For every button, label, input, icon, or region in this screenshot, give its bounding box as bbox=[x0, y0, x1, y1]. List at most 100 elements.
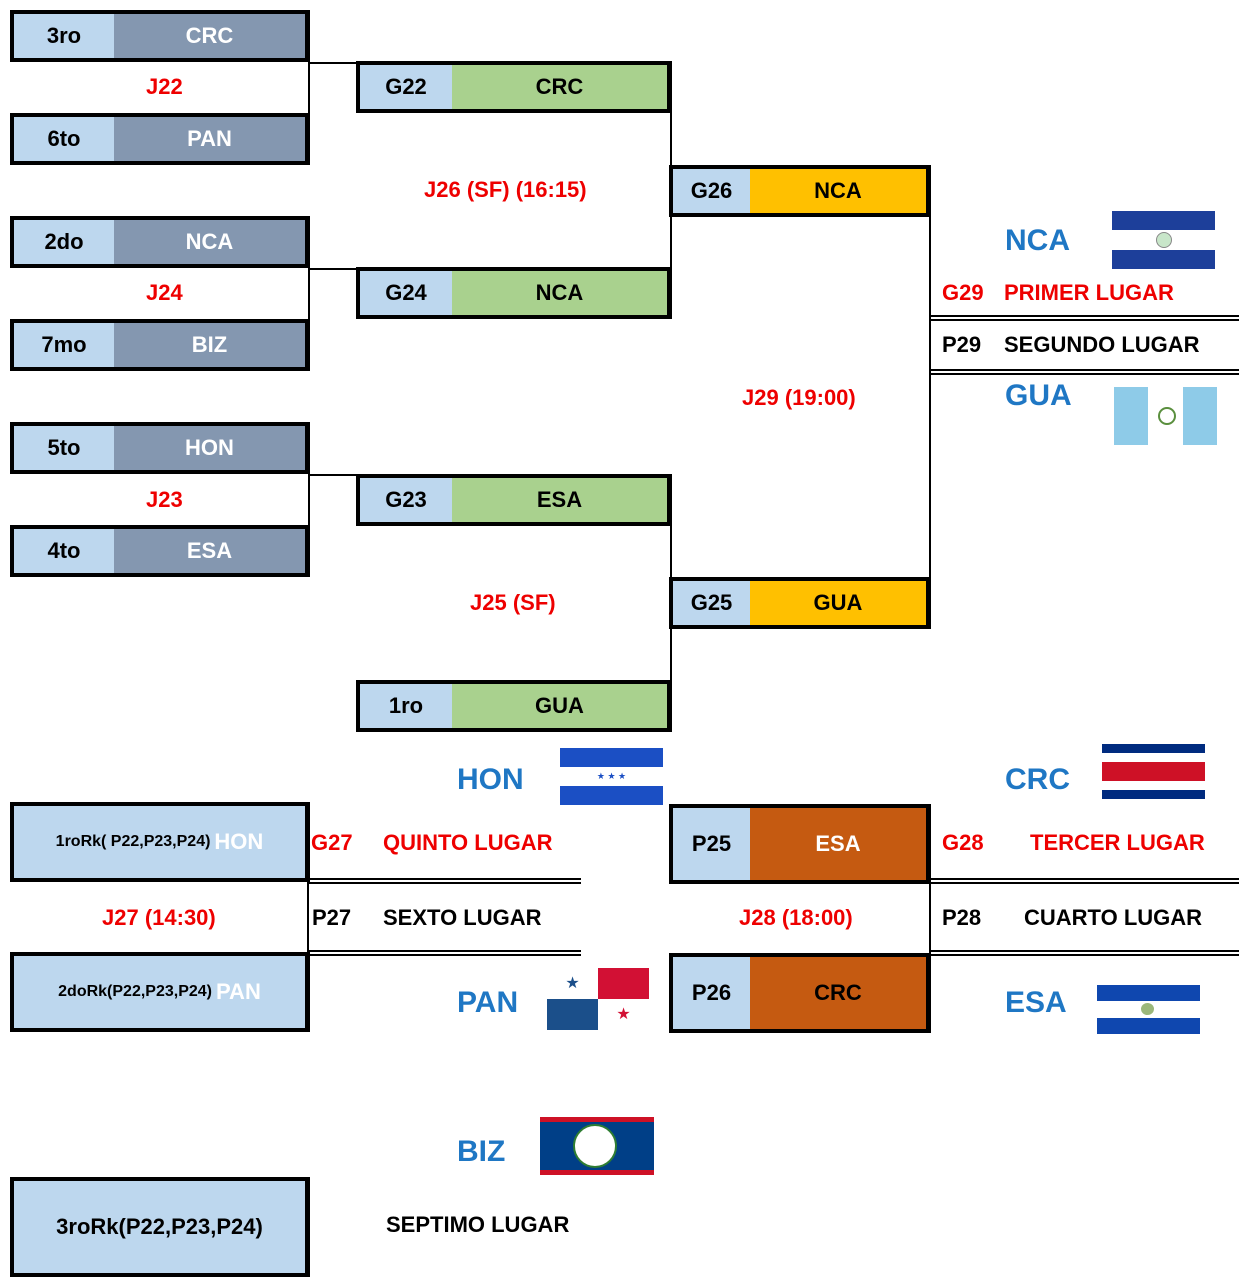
belize-flag bbox=[540, 1117, 654, 1175]
seed-box-nca: 2do NCA bbox=[10, 216, 310, 268]
seventh-team: BIZ bbox=[457, 1135, 506, 1168]
nicaragua-flag bbox=[1112, 211, 1215, 269]
seed-team: BIZ bbox=[114, 323, 305, 367]
seed-team: PAN bbox=[114, 117, 305, 161]
rank2-team: PAN bbox=[216, 979, 261, 1004]
divider bbox=[931, 950, 1239, 956]
guatemala-flag bbox=[1114, 387, 1217, 445]
seed-box-biz: 7mo BIZ bbox=[10, 319, 310, 371]
semi-code: G25 bbox=[673, 581, 750, 625]
semi-team: GUA bbox=[750, 581, 926, 625]
el-salvador-flag bbox=[1097, 985, 1200, 1034]
connector bbox=[308, 448, 310, 528]
fifth-rank1-box: 1roRk( P22,P23,P24) HON bbox=[10, 802, 310, 882]
connector bbox=[929, 215, 931, 580]
rank3-label: 3roRk(P22,P23,P24) bbox=[56, 1214, 263, 1239]
seed-team: ESA bbox=[114, 529, 305, 573]
champion-team: NCA bbox=[1005, 224, 1070, 257]
seed-rank: 5to bbox=[14, 426, 114, 470]
rank1-team: HON bbox=[214, 829, 264, 854]
fourth-place-label: CUARTO LUGAR bbox=[1024, 905, 1203, 930]
seed-rank: 3ro bbox=[14, 14, 114, 58]
divider bbox=[930, 369, 1239, 375]
seed-box-crc: 3ro CRC bbox=[10, 10, 310, 62]
runner-up-team: GUA bbox=[1005, 379, 1072, 412]
game-label-j26: J26 (SF) (16:15) bbox=[424, 177, 587, 202]
seed-team: HON bbox=[114, 426, 305, 470]
winner-team: CRC bbox=[452, 65, 667, 109]
semi-team: NCA bbox=[750, 169, 926, 213]
fifth-rank2-box: 2doRk(P22,P23,P24) PAN bbox=[10, 952, 310, 1032]
connector bbox=[308, 36, 310, 116]
semi-box-g26: G26 NCA bbox=[669, 165, 931, 217]
p27-code: P27 bbox=[312, 905, 352, 930]
third-box-p25: P25 ESA bbox=[669, 804, 931, 884]
honduras-flag: ★ ★ ★ bbox=[560, 748, 663, 805]
seed-box-hon: 5to HON bbox=[10, 422, 310, 474]
first-place-label: PRIMER LUGAR bbox=[1004, 280, 1174, 305]
winner-code: G22 bbox=[360, 65, 452, 109]
seed-rank: 6to bbox=[14, 117, 114, 161]
divider bbox=[309, 950, 581, 956]
winner-team: GUA bbox=[452, 684, 667, 728]
winner-box-g22: G22 CRC bbox=[356, 61, 672, 113]
third-box-p26: P26 CRC bbox=[669, 953, 931, 1033]
rank2-prefix: 2doRk(P22,P23,P24) bbox=[58, 983, 213, 1000]
seed-rank: 4to bbox=[14, 529, 114, 573]
game-label-j28: J28 (18:00) bbox=[739, 905, 853, 930]
seventh-rank3-box: 3roRk(P22,P23,P24) bbox=[10, 1177, 310, 1277]
loser-code: P26 bbox=[673, 957, 750, 1029]
divider bbox=[931, 878, 1239, 884]
third-team-bottom: ESA bbox=[1005, 986, 1067, 1019]
g29-code: G29 bbox=[942, 280, 984, 305]
divider bbox=[930, 315, 1239, 321]
costa-rica-flag bbox=[1102, 744, 1205, 799]
connector bbox=[308, 242, 310, 322]
fifth-team-top: HON bbox=[457, 763, 524, 796]
game-label-j24: J24 bbox=[146, 280, 183, 305]
game-label-j22: J22 bbox=[146, 74, 183, 99]
seed-box-esa: 4to ESA bbox=[10, 525, 310, 577]
seed-rank: 2do bbox=[14, 220, 114, 264]
connector bbox=[929, 882, 931, 955]
seed-box-pan: 6to PAN bbox=[10, 113, 310, 165]
winner-code: G24 bbox=[360, 271, 452, 315]
winner-box-g23: G23 ESA bbox=[356, 474, 672, 526]
panama-flag: ★ ★ bbox=[547, 968, 649, 1030]
winner-team: ESA bbox=[452, 478, 667, 522]
connector bbox=[307, 880, 309, 954]
loser-team: CRC bbox=[750, 957, 926, 1029]
connector bbox=[308, 62, 358, 64]
seed-team: CRC bbox=[114, 14, 305, 58]
divider bbox=[309, 878, 581, 884]
p28-code: P28 bbox=[942, 905, 982, 930]
semi-code: G26 bbox=[673, 169, 750, 213]
connector bbox=[308, 474, 358, 476]
loser-team: ESA bbox=[750, 808, 926, 880]
connector bbox=[308, 268, 358, 270]
loser-code: P25 bbox=[673, 808, 750, 880]
fifth-place-label: QUINTO LUGAR bbox=[383, 830, 553, 855]
seed-rank: 7mo bbox=[14, 323, 114, 367]
g27-code: G27 bbox=[311, 830, 353, 855]
sixth-place-label: SEXTO LUGAR bbox=[383, 905, 542, 930]
connector bbox=[308, 115, 310, 117]
winner-box-1ro: 1ro GUA bbox=[356, 680, 672, 732]
game-label-j23: J23 bbox=[146, 487, 183, 512]
game-label-j29: J29 (19:00) bbox=[742, 385, 856, 410]
third-place-label: TERCER LUGAR bbox=[1030, 830, 1205, 855]
fifth-team-bottom: PAN bbox=[457, 986, 519, 1019]
winner-code: 1ro bbox=[360, 684, 452, 728]
game-label-j25: J25 (SF) bbox=[470, 590, 556, 615]
game-label-j27: J27 (14:30) bbox=[102, 905, 216, 930]
p29-code: P29 bbox=[942, 332, 982, 357]
third-team-top: CRC bbox=[1005, 763, 1070, 796]
winner-team: NCA bbox=[452, 271, 667, 315]
rank1-prefix: 1roRk( P22,P23,P24) bbox=[55, 833, 211, 850]
semi-box-g25: G25 GUA bbox=[669, 577, 931, 629]
winner-code: G23 bbox=[360, 478, 452, 522]
seventh-place-label: SEPTIMO LUGAR bbox=[386, 1212, 570, 1237]
g28-code: G28 bbox=[942, 830, 984, 855]
second-place-label: SEGUNDO LUGAR bbox=[1004, 332, 1200, 357]
seed-team: NCA bbox=[114, 220, 305, 264]
